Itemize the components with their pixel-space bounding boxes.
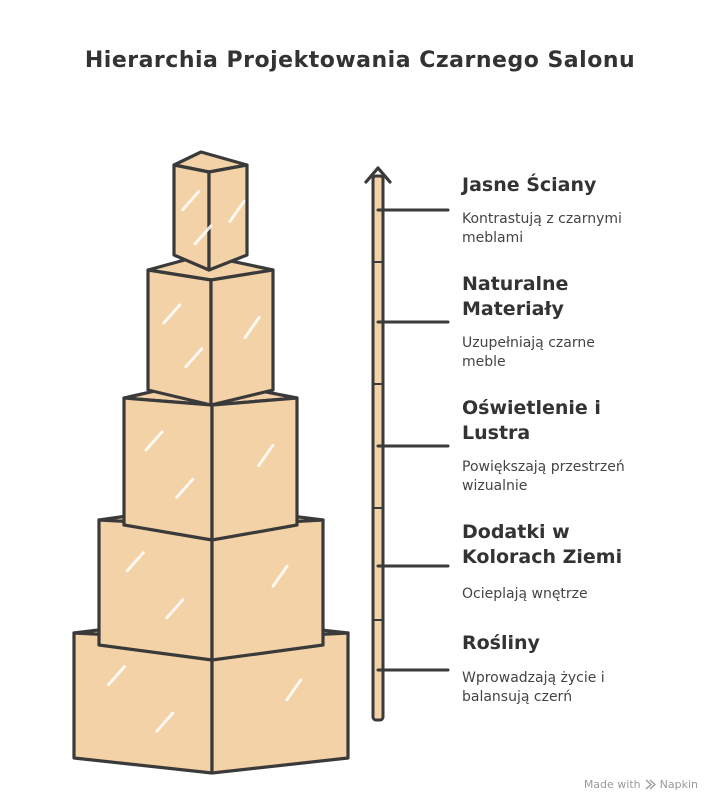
block-level-4-highlight-1 bbox=[125, 551, 145, 573]
block-level-3 bbox=[122, 378, 299, 542]
block-stack bbox=[72, 150, 350, 775]
block-level-3-highlight-1 bbox=[144, 430, 164, 452]
napkin-logo-icon bbox=[645, 779, 656, 790]
level-1-description: Kontrastują z czarnymi meblami bbox=[462, 211, 622, 246]
level-3-title: Oświetlenie i Lustra bbox=[462, 397, 601, 444]
block-level-4-right-face bbox=[210, 518, 325, 662]
arrow-head bbox=[364, 166, 392, 184]
block-level-2-right-face bbox=[209, 268, 275, 407]
block-level-1-highlight-3 bbox=[228, 199, 246, 223]
made-with-label: Made with bbox=[583, 778, 641, 791]
block-level-5-highlight-2 bbox=[155, 711, 175, 733]
block-level-3-right-face bbox=[210, 396, 299, 542]
block-level-1-highlight-1 bbox=[181, 190, 201, 212]
diagram-title: Hierarchia Projektowania Czarnego Salonu bbox=[84, 48, 636, 73]
block-level-2 bbox=[146, 253, 275, 407]
block-level-5-highlight-3 bbox=[285, 678, 303, 702]
arrow-shaft bbox=[371, 174, 385, 722]
napkin-brand-label: Napkin bbox=[659, 778, 698, 791]
block-level-4-left-face bbox=[97, 518, 214, 662]
block-level-1 bbox=[172, 150, 249, 272]
block-level-2-left-face bbox=[146, 268, 213, 407]
block-level-1-highlight-2 bbox=[193, 224, 213, 246]
block-level-4-highlight-3 bbox=[271, 564, 289, 588]
level-2-description: Uzupełniają czarne meble bbox=[462, 335, 595, 370]
block-level-3-highlight-3 bbox=[257, 444, 275, 467]
napkin-credit[interactable]: Made with Napkin bbox=[584, 778, 698, 791]
level-5-description: Wprowadzają życie i balansują czerń bbox=[462, 670, 605, 705]
level-2-title: Naturalne Materiały bbox=[462, 273, 569, 320]
block-level-5 bbox=[72, 615, 350, 775]
block-level-1-right-face bbox=[207, 163, 249, 272]
block-level-4-highlight-2 bbox=[165, 598, 185, 620]
level-4-title: Dodatki w Kolorach Ziemi bbox=[462, 521, 623, 568]
level-3-description: Powiększają przestrzeń wizualnie bbox=[462, 459, 625, 494]
block-level-1-left-face bbox=[172, 163, 211, 272]
block-level-3-highlight-2 bbox=[175, 477, 195, 499]
block-level-2-highlight-2 bbox=[184, 347, 204, 369]
block-level-3-left-face bbox=[122, 396, 214, 542]
level-4-description: Ocieplają wnętrze bbox=[462, 586, 588, 602]
block-level-2-highlight-3 bbox=[243, 316, 261, 339]
level-1-title: Jasne Ściany bbox=[462, 174, 597, 196]
block-level-2-highlight-1 bbox=[162, 303, 182, 325]
level-5-title: Rośliny bbox=[462, 632, 540, 654]
hierarchy-arrow bbox=[364, 166, 450, 722]
block-level-5-highlight-1 bbox=[107, 665, 126, 687]
